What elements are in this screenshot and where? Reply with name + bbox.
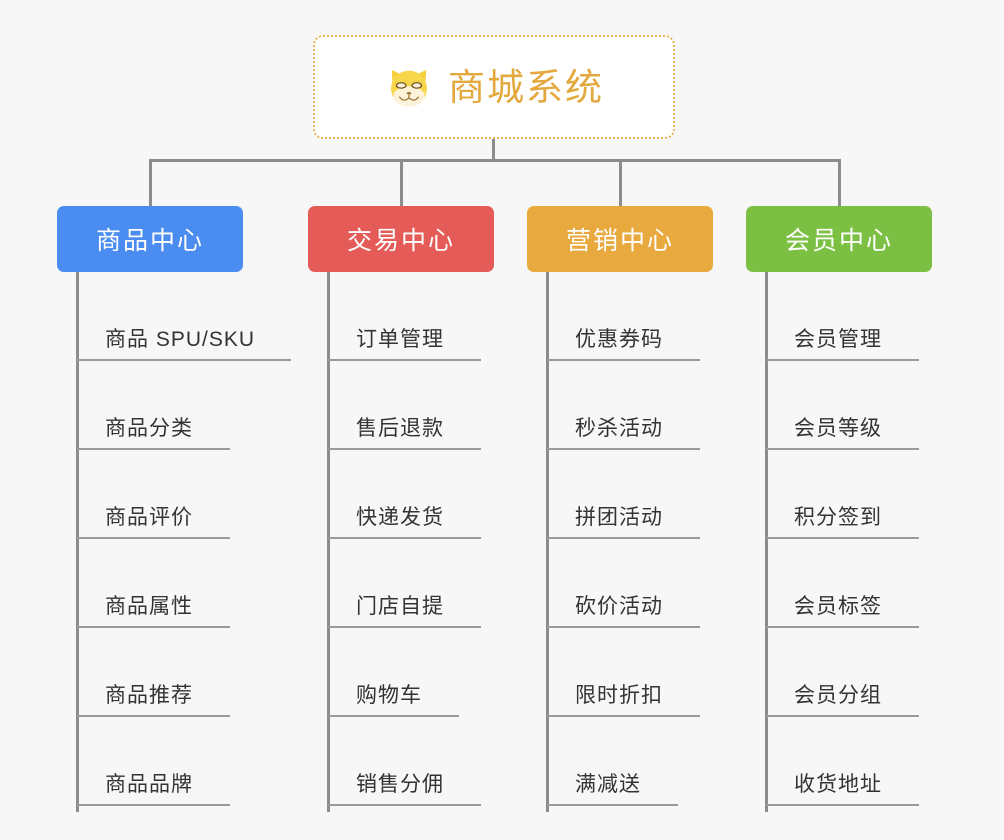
category-header-marketing[interactable]: 营销中心: [527, 206, 713, 272]
list-item-label: 订单管理: [356, 328, 444, 351]
root-title: 商城系统: [448, 66, 604, 108]
list-item-label: 会员等级: [794, 417, 882, 440]
list-item-label: 销售分佣: [356, 773, 444, 796]
column-spine: [327, 272, 330, 812]
category-header-label: 商品中心: [95, 227, 204, 255]
list-item[interactable]: 会员分组: [765, 628, 919, 717]
list-item[interactable]: 商品品牌: [76, 717, 255, 806]
list-item-label: 限时折扣: [575, 684, 663, 707]
list-item[interactable]: 限时折扣: [546, 628, 700, 717]
list-item-underline: [766, 715, 919, 717]
list-item[interactable]: 商品 SPU/SKU: [76, 272, 291, 361]
list-item-label: 积分签到: [794, 506, 882, 529]
list-item-label: 会员管理: [794, 328, 882, 351]
list-item-label: 商品品牌: [105, 773, 193, 796]
root-node[interactable]: 商城系统: [313, 35, 675, 139]
list-item-underline: [328, 448, 481, 450]
list-item-underline: [547, 626, 700, 628]
list-item-underline: [547, 359, 700, 361]
list-item-label: 会员分组: [794, 684, 882, 707]
connector-drop-4: [838, 159, 841, 206]
list-item-underline: [328, 537, 481, 539]
list-item-underline: [547, 537, 700, 539]
list-item-label: 收货地址: [794, 773, 882, 796]
category-header-trade[interactable]: 交易中心: [308, 206, 494, 272]
list-item[interactable]: 购物车: [327, 628, 459, 717]
list-item-underline: [77, 804, 230, 806]
category-header-product[interactable]: 商品中心: [57, 206, 243, 272]
category-header-label: 会员中心: [784, 227, 893, 255]
list-item-underline: [77, 448, 230, 450]
list-item[interactable]: 拼团活动: [546, 450, 700, 539]
column-spine: [76, 272, 79, 812]
list-item-underline: [547, 715, 700, 717]
list-item[interactable]: 会员管理: [765, 272, 919, 361]
list-item[interactable]: 秒杀活动: [546, 361, 700, 450]
list-item-underline: [77, 537, 230, 539]
list-item-underline: [547, 804, 678, 806]
shiba-dog-icon: [391, 69, 427, 107]
list-item-underline: [766, 359, 919, 361]
category-header-label: 交易中心: [346, 227, 455, 255]
list-item-underline: [547, 448, 700, 450]
category-items-marketing: 优惠券码 秒杀活动 拼团活动 砍价活动 限时折扣 满减送: [546, 272, 700, 806]
list-item[interactable]: 积分签到: [765, 450, 919, 539]
list-item[interactable]: 售后退款: [327, 361, 481, 450]
category-items-member: 会员管理 会员等级 积分签到 会员标签 会员分组 收货地址: [765, 272, 919, 806]
list-item[interactable]: 砍价活动: [546, 539, 700, 628]
list-item[interactable]: 商品属性: [76, 539, 255, 628]
list-item-label: 优惠券码: [575, 328, 663, 351]
category-header-member[interactable]: 会员中心: [746, 206, 932, 272]
list-item[interactable]: 会员标签: [765, 539, 919, 628]
list-item[interactable]: 优惠券码: [546, 272, 700, 361]
connector-drop-1: [149, 159, 152, 206]
list-item[interactable]: 销售分佣: [327, 717, 481, 806]
list-item-label: 快递发货: [356, 506, 444, 529]
list-item-label: 商品 SPU/SKU: [105, 328, 256, 351]
list-item-label: 商品属性: [105, 595, 193, 618]
list-item[interactable]: 订单管理: [327, 272, 481, 361]
list-item-label: 购物车: [356, 684, 422, 707]
list-item-underline: [766, 804, 919, 806]
list-item-underline: [77, 715, 230, 717]
list-item-label: 会员标签: [794, 595, 882, 618]
list-item[interactable]: 满减送: [546, 717, 678, 806]
list-item-underline: [77, 359, 291, 361]
list-item-underline: [328, 626, 481, 628]
list-item[interactable]: 门店自提: [327, 539, 481, 628]
list-item-underline: [766, 537, 919, 539]
list-item-label: 商品分类: [105, 417, 193, 440]
list-item[interactable]: 商品分类: [76, 361, 255, 450]
list-item[interactable]: 收货地址: [765, 717, 919, 806]
list-item-underline: [77, 626, 230, 628]
connector-root-stem: [492, 139, 495, 161]
list-item[interactable]: 快递发货: [327, 450, 481, 539]
list-item-underline: [328, 804, 481, 806]
list-item[interactable]: 商品评价: [76, 450, 255, 539]
category-items-trade: 订单管理 售后退款 快递发货 门店自提 购物车 销售分佣: [327, 272, 481, 806]
category-items-product: 商品 SPU/SKU 商品分类 商品评价 商品属性 商品推荐 商品品牌: [76, 272, 291, 806]
list-item-label: 售后退款: [356, 417, 444, 440]
connector-horizontal-bus: [149, 159, 840, 162]
list-item-label: 满减送: [575, 773, 641, 796]
list-item-label: 商品推荐: [105, 684, 193, 707]
column-spine: [546, 272, 549, 812]
list-item[interactable]: 会员等级: [765, 361, 919, 450]
list-item-label: 砍价活动: [575, 595, 663, 618]
list-item-underline: [766, 626, 919, 628]
column-spine: [765, 272, 768, 812]
list-item-underline: [328, 359, 481, 361]
list-item-underline: [328, 715, 459, 717]
list-item-label: 拼团活动: [575, 506, 663, 529]
list-item-label: 商品评价: [105, 506, 193, 529]
list-item-label: 秒杀活动: [575, 417, 663, 440]
category-header-label: 营销中心: [565, 227, 674, 255]
connector-drop-3: [619, 159, 622, 206]
connector-drop-2: [400, 159, 403, 206]
list-item-underline: [766, 448, 919, 450]
list-item[interactable]: 商品推荐: [76, 628, 255, 717]
list-item-label: 门店自提: [356, 595, 444, 618]
